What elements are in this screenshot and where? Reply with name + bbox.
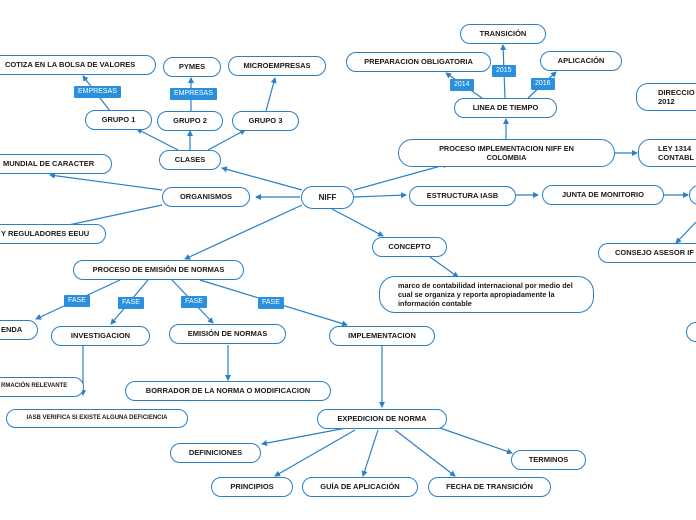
tag-year-2016: 2016 xyxy=(531,78,555,90)
node-borrador-label: BORRADOR DE LA NORMA O MODIFICACION xyxy=(145,386,311,396)
tag-empresas-2: EMPRESAS xyxy=(170,88,217,100)
node-grupo1-label: GRUPO 1 xyxy=(101,115,136,125)
node-concepto-def-label: marco de contabilidad internacional por … xyxy=(398,280,573,309)
node-ley-label: LEY 1314 CONTABL xyxy=(658,143,695,162)
node-concepto-label: CONCEPTO xyxy=(388,242,431,252)
node-organismos-label: ORGANISMOS xyxy=(179,192,233,202)
node-guia-label: GUÍA DE APLICACIÓN xyxy=(320,482,400,492)
node-ley-1314[interactable]: LEY 1314 CONTABL xyxy=(638,139,696,167)
node-definiciones-label: DEFINICIONES xyxy=(188,448,243,458)
node-grupo-1[interactable]: GRUPO 1 xyxy=(85,110,152,130)
node-principios-label: PRINCIPIOS xyxy=(230,482,274,492)
node-informacion-label: RMACIÓN RELEVANTE xyxy=(1,383,68,390)
node-consejo-label: CONSEJO ASESOR IF xyxy=(615,248,694,258)
node-terminos[interactable]: TERMINOS xyxy=(511,450,586,470)
node-expedicion[interactable]: EXPEDICION DE NORMA xyxy=(317,409,447,429)
tag-year-2015: 2015 xyxy=(492,65,516,77)
node-transicion-label: TRANSICIÓN xyxy=(479,29,527,39)
node-organismos[interactable]: ORGANISMOS xyxy=(162,187,250,207)
node-investigacion-label: INVESTIGACION xyxy=(70,331,131,341)
node-preparacion-label: PREPARACION OBLIGATORIA xyxy=(364,57,473,67)
tag-fase-3: FASE xyxy=(181,296,207,308)
node-iasb-verifica[interactable]: IASB VERIFICA SI EXISTE ALGUNA DEFICIENC… xyxy=(6,409,188,428)
node-informacion-relevante[interactable]: RMACIÓN RELEVANTE xyxy=(0,377,84,397)
node-agenda[interactable]: ENDA xyxy=(0,320,38,340)
node-implementacion[interactable]: IMPLEMENTACION xyxy=(329,326,435,346)
node-grupo3-label: GRUPO 3 xyxy=(248,116,283,126)
node-fecha-transicion[interactable]: FECHA DE TRANSICIÓN xyxy=(428,477,551,497)
node-reguladores-label: Y REGULADORES EEUU xyxy=(1,229,90,239)
node-junta-label: JUNTA DE MONITORIO xyxy=(562,190,644,200)
node-clases-label: CLASES xyxy=(174,155,206,165)
tag-empresas-1: EMPRESAS xyxy=(74,86,121,98)
node-mundial[interactable]: MUNDIAL DE CARACTER xyxy=(0,154,112,174)
node-pymes-label: PYMES xyxy=(178,62,206,72)
node-implementacion-label: IMPLEMENTACION xyxy=(348,331,416,341)
tag-year-2014: 2014 xyxy=(450,79,474,91)
node-reguladores[interactable]: Y REGULADORES EEUU xyxy=(0,224,106,244)
node-proceso-implementacion[interactable]: PROCESO IMPLEMENTACION NIFF EN COLOMBIA xyxy=(398,139,615,167)
node-linea-label: LINEA DE TIEMPO xyxy=(472,103,539,113)
node-aplicacion[interactable]: APLICACIÓN xyxy=(540,51,622,71)
node-investigacion[interactable]: INVESTIGACION xyxy=(51,326,150,346)
node-estructura-label: ESTRUCTURA IASB xyxy=(426,191,499,201)
root-node-niff[interactable]: NIFF xyxy=(301,186,354,209)
node-grupo-3[interactable]: GRUPO 3 xyxy=(232,111,299,131)
node-direccion-label: DIRECCIO 2012 xyxy=(658,87,695,106)
node-preparacion[interactable]: PREPARACION OBLIGATORIA xyxy=(346,52,491,72)
node-proceso-impl-label: PROCESO IMPLEMENTACION NIFF EN COLOMBIA xyxy=(439,143,574,162)
node-guia[interactable]: GUÍA DE APLICACIÓN xyxy=(302,477,418,497)
node-agenda-label: ENDA xyxy=(1,325,23,335)
node-proceso-emision-label: PROCESO DE EMISIÓN DE NORMAS xyxy=(92,265,225,275)
node-emision-label: EMISIÓN DE NORMAS xyxy=(187,329,268,339)
node-emision-normas[interactable]: EMISIÓN DE NORMAS xyxy=(169,324,286,344)
node-estructura-iasb[interactable]: ESTRUCTURA IASB xyxy=(409,186,516,206)
node-fecha-label: FECHA DE TRANSICIÓN xyxy=(446,482,533,492)
tag-fase-4: FASE xyxy=(258,297,284,309)
node-microempresas[interactable]: MICROEMPRESAS xyxy=(228,56,326,76)
node-expedicion-label: EXPEDICION DE NORMA xyxy=(337,414,427,424)
node-borrador[interactable]: BORRADOR DE LA NORMA O MODIFICACION xyxy=(125,381,331,401)
node-direccion[interactable]: DIRECCIO 2012 xyxy=(636,83,696,111)
node-mundial-label: MUNDIAL DE CARACTER xyxy=(3,159,95,169)
node-consejo-asesor[interactable]: CONSEJO ASESOR IF xyxy=(598,243,696,263)
node-clases[interactable]: CLASES xyxy=(159,150,221,170)
node-principios[interactable]: PRINCIPIOS xyxy=(211,477,293,497)
node-terminos-label: TERMINOS xyxy=(528,455,569,465)
node-aplicacion-label: APLICACIÓN xyxy=(557,56,605,66)
node-definiciones[interactable]: DEFINICIONES xyxy=(170,443,261,463)
node-cotiza-label: COTIZA EN LA BOLSA DE VALORES xyxy=(5,60,136,70)
tag-fase-2: FASE xyxy=(118,297,144,309)
root-label: NIFF xyxy=(318,192,337,202)
node-junta-monitorio[interactable]: JUNTA DE MONITORIO xyxy=(542,185,664,205)
node-pymes[interactable]: PYMES xyxy=(163,57,221,77)
node-linea-tiempo[interactable]: LINEA DE TIEMPO xyxy=(454,98,557,118)
node-micro-label: MICROEMPRESAS xyxy=(243,61,311,71)
node-concepto-definicion[interactable]: marco de contabilidad internacional por … xyxy=(379,276,594,313)
node-transicion[interactable]: TRANSICIÓN xyxy=(460,24,546,44)
node-concepto[interactable]: CONCEPTO xyxy=(372,237,447,257)
node-iasb-verifica-label: IASB VERIFICA SI EXISTE ALGUNA DEFICIENC… xyxy=(26,414,168,421)
tag-fase-1: FASE xyxy=(64,295,90,307)
node-proceso-emision[interactable]: PROCESO DE EMISIÓN DE NORMAS xyxy=(73,260,244,280)
node-grupo-2[interactable]: GRUPO 2 xyxy=(157,111,223,131)
node-grupo2-label: GRUPO 2 xyxy=(173,116,207,126)
node-cotiza[interactable]: COTIZA EN LA BOLSA DE VALORES xyxy=(0,55,156,75)
